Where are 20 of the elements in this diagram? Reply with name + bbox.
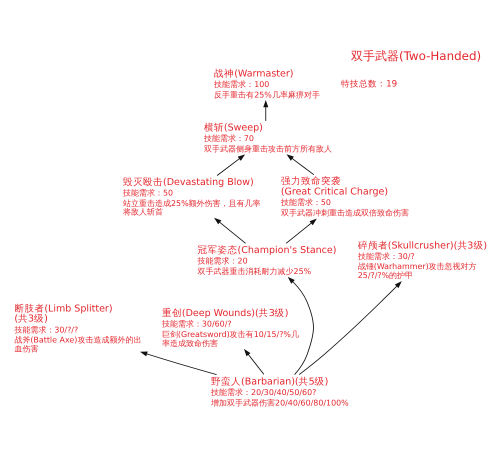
node-text: 毁灭殴击(Devastating Blow) 技能需求：50 站立重击造成25%额外伤害，且有几率将敌人斩首: [123, 176, 261, 217]
arrow: [286, 218, 317, 244]
node-text: 强力致命突袭(Great Critical Charge) 技能需求：50 双手武器冲刺重击造成双倍致命伤害: [280, 176, 409, 218]
node-text: 冠军姿态(Champion's Stance) 技能需求：20 双手武器重击消耗耐力减少25%: [198, 245, 336, 276]
node-text: 野蛮人(Barbarian)(共5级) 技能需求：20/30/40/50/60? 增加双手武器伤害20/40/60/80/100%: [211, 376, 349, 408]
node-text: 断肢者(Limb Splitter)(共3级) 技能需求：30/?/? 战斧(Battle Axe)攻击造成额外的出血伤害: [14, 303, 142, 354]
node-text: 重创(Deep Wounds)(共3级) 技能需求：30/60/? 巨剑(Greatsword)攻击有10/15/?%几率造成致命伤害: [162, 308, 299, 348]
diagram-title: 双手武器(Two-Handed): [350, 48, 482, 63]
arrow: [298, 281, 402, 375]
node-text: 碎颅者(Skullcrusher)(共3级) 技能需求：30/? 战锤(Warhammer)攻击忽视对方25/?/?%的护甲: [358, 240, 488, 280]
node-text: 横斩(Sweep) 技能需求：70 双手武器侧身重击攻击前方所有敌人: [204, 122, 332, 154]
arrow: [286, 154, 314, 176]
node-text: 战神(Warmaster) 技能需求：100 反手重击有25%几率麻痹对手: [214, 68, 320, 100]
arrow: [288, 276, 314, 376]
arrow: [140, 352, 218, 376]
arrow: [263, 100, 268, 122]
arrow: [244, 348, 264, 375]
arrow: [216, 154, 246, 176]
arrow: [214, 218, 246, 244]
label: 特技总数：19: [341, 79, 398, 90]
